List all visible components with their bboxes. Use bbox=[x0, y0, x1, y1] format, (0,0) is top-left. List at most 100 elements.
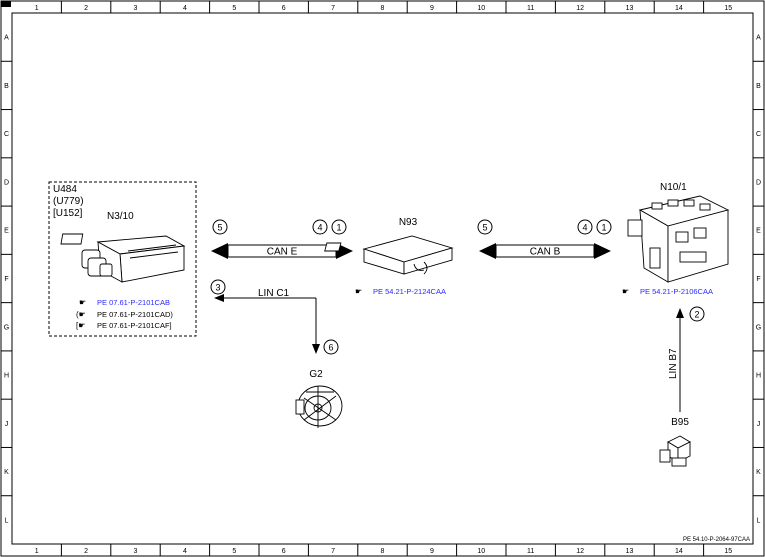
lin-b7-label: LIN B7 bbox=[668, 348, 679, 379]
column-label: 5 bbox=[232, 5, 236, 12]
n10-1-module-icon[interactable] bbox=[627, 195, 730, 283]
lin-b7-marker: 2 bbox=[689, 306, 705, 322]
can-b-marker-right-1: 4 bbox=[577, 219, 593, 235]
lin-b7-line bbox=[676, 308, 684, 412]
column-label: 6 bbox=[282, 5, 286, 12]
ecu-ref-2-bullet: (☛ bbox=[76, 310, 86, 319]
column-label: 12 bbox=[576, 5, 584, 12]
column-label: 1 bbox=[35, 5, 39, 12]
svg-text:5: 5 bbox=[482, 223, 487, 233]
column-label: 10 bbox=[477, 548, 485, 555]
n93-module-icon[interactable] bbox=[324, 235, 454, 275]
column-label: 9 bbox=[430, 5, 434, 12]
inner-frame bbox=[11, 12, 754, 545]
row-label: D bbox=[756, 179, 761, 186]
can-e-marker-right-2: 1 bbox=[331, 219, 347, 235]
column-label: 10 bbox=[477, 5, 485, 12]
column-label: 7 bbox=[331, 548, 335, 555]
row-label: A bbox=[4, 35, 9, 42]
ecu-variant-1: U484 bbox=[53, 184, 77, 195]
column-label: 5 bbox=[232, 548, 236, 555]
row-label: E bbox=[4, 228, 9, 235]
ecu-ref-1-bullet: ☛ bbox=[79, 298, 86, 307]
ecu-label: N3/10 bbox=[107, 211, 134, 222]
document-id: PE 54.10-P-2064-97CAA bbox=[683, 537, 750, 543]
column-label: 2 bbox=[84, 548, 88, 555]
column-label: 8 bbox=[381, 5, 385, 12]
ecu-icon[interactable] bbox=[60, 233, 186, 283]
ecu-group-box bbox=[48, 181, 197, 337]
ecu-ref-1-link[interactable]: PE 07.61-P-2101CAB bbox=[97, 298, 170, 307]
can-b-marker-left: 5 bbox=[477, 219, 493, 235]
can-b-marker-right-2: 1 bbox=[596, 219, 612, 235]
n10-1-ref-bullet: ☛ bbox=[622, 287, 629, 296]
n93-ref-bullet: ☛ bbox=[355, 287, 362, 296]
row-label: H bbox=[4, 373, 9, 380]
n10-1-label: N10/1 bbox=[660, 182, 687, 193]
row-label: E bbox=[756, 228, 761, 235]
ecu-ref-3-bullet: [☛ bbox=[76, 321, 85, 330]
column-label: 11 bbox=[527, 548, 534, 555]
ecu-ref-3-text: PE 07.61-P-2101CAF] bbox=[97, 321, 172, 330]
svg-text:6: 6 bbox=[328, 343, 333, 353]
svg-text:3: 3 bbox=[215, 283, 220, 293]
column-label: 8 bbox=[381, 548, 385, 555]
row-label: L bbox=[5, 517, 9, 524]
g2-label: G2 bbox=[309, 369, 323, 380]
column-label: 13 bbox=[626, 548, 634, 555]
row-label: A bbox=[756, 35, 761, 42]
row-label: B bbox=[756, 83, 761, 90]
column-label: 4 bbox=[183, 5, 187, 12]
row-label: D bbox=[4, 179, 9, 186]
row-label: K bbox=[4, 469, 9, 476]
lin-c1-marker-end: 6 bbox=[323, 339, 339, 355]
column-label: 14 bbox=[675, 5, 683, 12]
row-label: H bbox=[756, 373, 761, 380]
column-label: 6 bbox=[282, 548, 286, 555]
row-label: B bbox=[4, 83, 9, 90]
lin-c1-label: LIN C1 bbox=[258, 288, 290, 299]
row-label: K bbox=[756, 469, 761, 476]
column-label: 7 bbox=[331, 5, 335, 12]
column-label: 15 bbox=[724, 548, 732, 555]
column-label: 15 bbox=[724, 5, 732, 12]
svg-text:5: 5 bbox=[217, 223, 222, 233]
svg-text:1: 1 bbox=[336, 223, 341, 233]
column-label: 12 bbox=[576, 548, 584, 555]
n93-label: N93 bbox=[399, 217, 418, 228]
row-label: G bbox=[756, 324, 761, 331]
column-label: 14 bbox=[675, 548, 683, 555]
row-label: J bbox=[757, 421, 761, 428]
lin-c1-line bbox=[214, 294, 320, 354]
ecu-variant-2: (U779) bbox=[53, 196, 84, 207]
can-e-label: CAN E bbox=[267, 247, 298, 258]
corner-mark bbox=[1, 1, 11, 7]
b95-sensor-icon[interactable] bbox=[659, 435, 691, 467]
can-e-marker-left: 5 bbox=[212, 219, 228, 235]
svg-text:2: 2 bbox=[694, 310, 699, 320]
row-ticks bbox=[1, 60, 764, 497]
can-e-marker-right-1: 4 bbox=[312, 219, 328, 235]
n93-ref-link[interactable]: PE 54.21-P-2124CAA bbox=[373, 287, 446, 296]
n10-1-ref-link[interactable]: PE 54.21-P-2106CAA bbox=[640, 287, 713, 296]
row-label: F bbox=[756, 276, 760, 283]
row-label: C bbox=[4, 131, 9, 138]
column-label: 4 bbox=[183, 548, 187, 555]
row-label: C bbox=[756, 131, 761, 138]
column-labels: 1122334455667788991010111112121313141415… bbox=[35, 5, 733, 555]
row-label: G bbox=[4, 324, 9, 331]
column-label: 3 bbox=[134, 548, 138, 555]
row-label: J bbox=[5, 421, 9, 428]
svg-text:4: 4 bbox=[582, 223, 587, 233]
svg-text:4: 4 bbox=[317, 223, 322, 233]
g2-alternator-icon[interactable] bbox=[295, 385, 343, 428]
column-label: 3 bbox=[134, 5, 138, 12]
ecu-ref-2-text: PE 07.61-P-2101CAD) bbox=[97, 310, 173, 319]
row-label: L bbox=[757, 517, 761, 524]
lin-c1-marker-start: 3 bbox=[210, 279, 226, 295]
column-label: 2 bbox=[84, 5, 88, 12]
